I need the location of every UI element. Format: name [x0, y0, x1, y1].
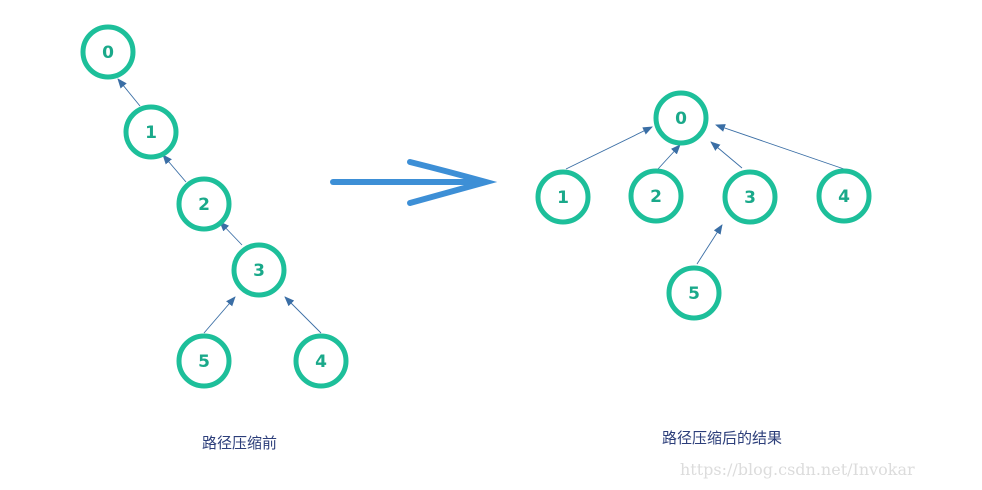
node-label: 4 [315, 352, 327, 372]
after-node-4: 4 [816, 168, 872, 224]
node-label: 3 [253, 261, 265, 281]
node-label: 0 [675, 109, 687, 129]
node-label: 4 [838, 187, 850, 207]
edge-2-to-0 [657, 144, 681, 170]
before-node-0: 0 [80, 24, 136, 80]
edge-5-to-3 [203, 296, 236, 334]
edge-4-to-0 [715, 124, 845, 170]
node-label: 0 [102, 43, 114, 63]
edge-3-to-2 [219, 221, 243, 246]
after-node-5: 5 [666, 265, 722, 321]
node-label: 3 [744, 188, 756, 208]
edge-3-to-0 [710, 141, 743, 169]
edge-1-to-0 [565, 126, 653, 170]
caption-before-compression: 路径压缩前 [202, 434, 278, 452]
before-node-5: 5 [176, 333, 232, 389]
after-node-2: 2 [628, 168, 684, 224]
node-label: 1 [145, 123, 157, 143]
after-node-1: 1 [535, 169, 591, 225]
edge-5-to-3 [696, 224, 723, 265]
before-node-4: 4 [293, 333, 349, 389]
node-label: 2 [198, 195, 210, 215]
node-label: 5 [198, 352, 210, 372]
node-label: 5 [688, 284, 700, 304]
edge-1-to-0 [117, 78, 141, 107]
edge-2-to-1 [162, 154, 187, 183]
before-node-3: 3 [231, 242, 287, 298]
node-label: 1 [557, 188, 569, 208]
after-edges [565, 124, 845, 265]
watermark: https://blog.csdn.net/Invokar [680, 460, 915, 479]
before-edges [117, 78, 322, 334]
caption-after-compression: 路径压缩后的结果 [662, 429, 783, 447]
node-label: 2 [650, 187, 662, 207]
edge-4-to-3 [284, 296, 322, 334]
before-node-2: 2 [176, 176, 232, 232]
after-node-0: 0 [653, 90, 709, 146]
transform-arrow-icon [330, 159, 498, 206]
before-node-1: 1 [123, 104, 179, 160]
after-node-3: 3 [722, 169, 778, 225]
